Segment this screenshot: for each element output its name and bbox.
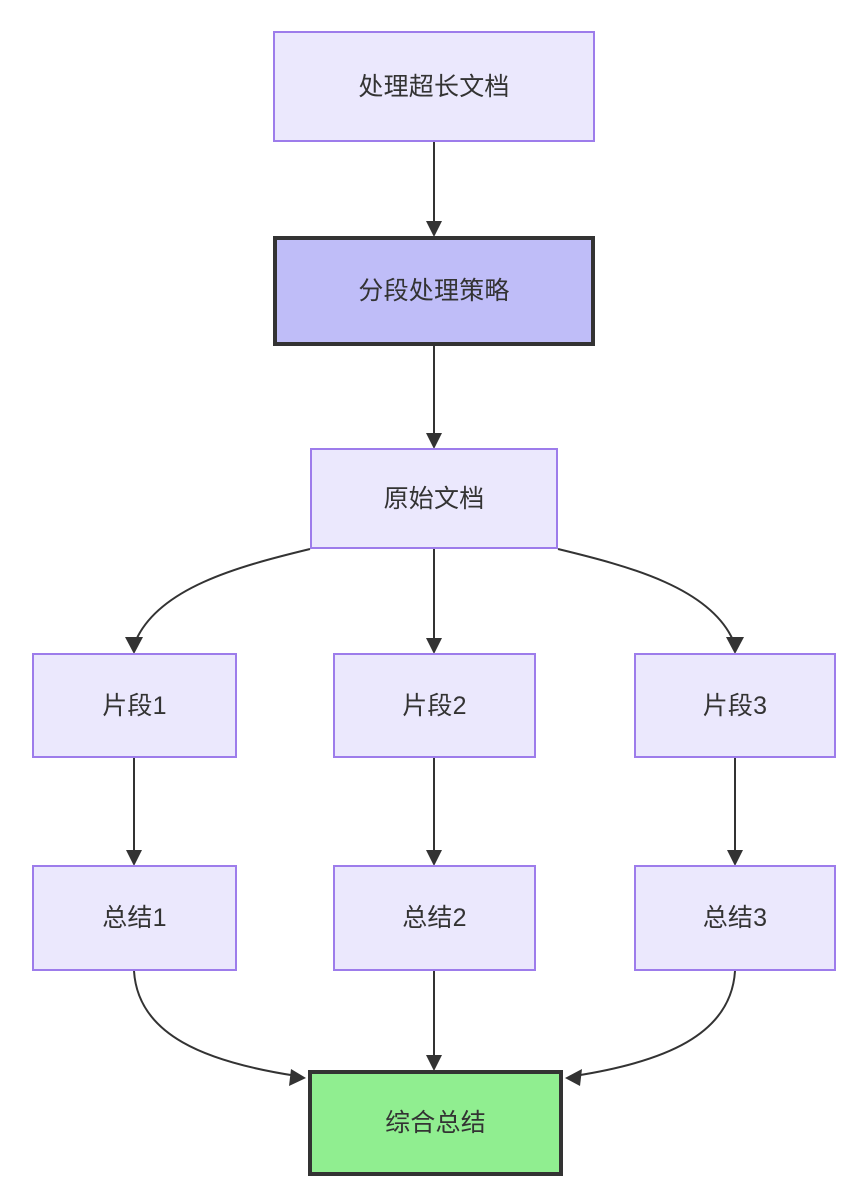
edge-source-to-frag1 (125, 548, 311, 654)
node-label: 片段2 (402, 691, 467, 720)
edge-sum2-to-final (426, 971, 442, 1071)
edge-doc-to-strategy (426, 142, 442, 237)
node-label: 总结1 (102, 904, 167, 932)
edge-frag1-to-sum1 (126, 758, 142, 866)
node-chunking-strategy[interactable]: 分段处理策略 (273, 236, 595, 346)
node-label: 处理超长文档 (358, 72, 510, 101)
node-label: 总结2 (402, 904, 467, 932)
node-summary-3[interactable]: 总结3 (634, 865, 836, 971)
edge-sum3-to-final (565, 970, 736, 1086)
node-process-long-document[interactable]: 处理超长文档 (273, 31, 595, 142)
node-fragment-2[interactable]: 片段2 (333, 653, 536, 758)
node-fragment-3[interactable]: 片段3 (634, 653, 836, 758)
node-fragment-1[interactable]: 片段1 (32, 653, 237, 758)
node-comprehensive-summary[interactable]: 综合总结 (308, 1070, 563, 1176)
edge-sum1-to-final (133, 970, 306, 1086)
node-summary-2[interactable]: 总结2 (333, 865, 536, 971)
node-label: 分段处理策略 (358, 277, 510, 305)
edge-source-to-frag3 (557, 548, 744, 654)
edge-strategy-to-source (426, 346, 442, 449)
node-label: 总结3 (702, 904, 768, 932)
edge-source-to-frag2 (426, 549, 442, 654)
node-source-document[interactable]: 原始文档 (310, 448, 558, 549)
node-label: 片段1 (102, 691, 167, 720)
edge-frag3-to-sum3 (727, 758, 743, 866)
node-label: 综合总结 (385, 1109, 486, 1137)
node-label: 片段3 (702, 691, 768, 720)
node-summary-1[interactable]: 总结1 (32, 865, 237, 971)
edge-frag2-to-sum2 (426, 758, 442, 866)
node-label: 原始文档 (383, 484, 485, 513)
